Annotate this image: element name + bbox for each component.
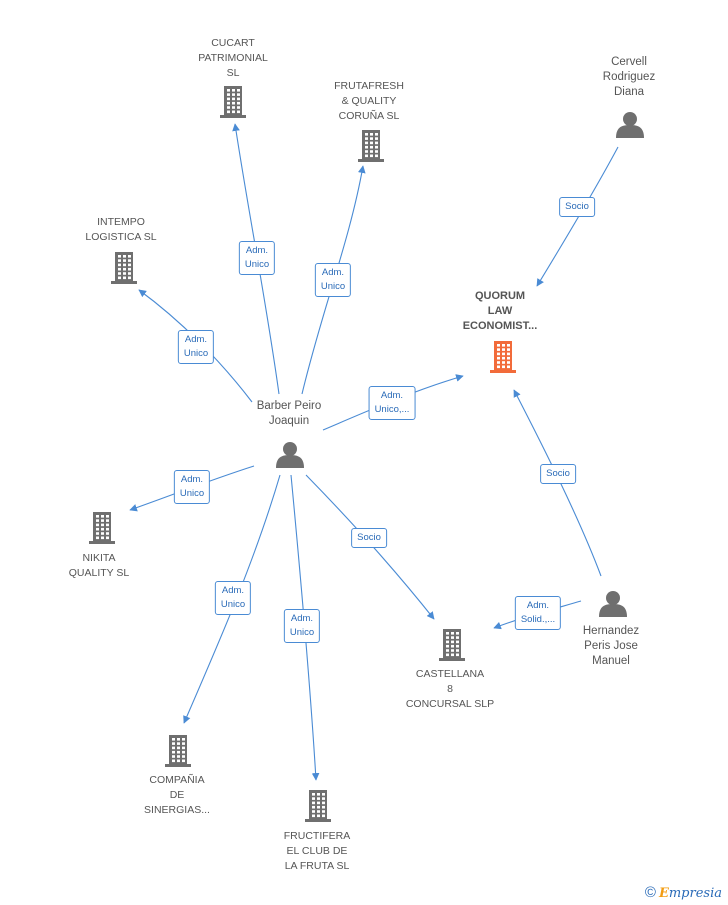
building-icon-frutafresh[interactable] (358, 130, 384, 162)
edge-label-hernandez-castellana[interactable]: Adm. Solid.,... (514, 596, 562, 630)
building-icon-nikita[interactable] (89, 512, 115, 544)
edge-label-barber-intempo[interactable]: Adm. Unico (177, 330, 215, 364)
node-label-castellana[interactable]: CASTELLANA 8 CONCURSAL SLP (405, 668, 495, 710)
node-label-quorum[interactable]: QUORUM LAW ECONOMIST... (462, 290, 538, 332)
edge-label-barber-frutafresh[interactable]: Adm. Unico (314, 263, 352, 297)
edge-hernandez-quorum (513, 389, 602, 577)
node-label-frutafresh[interactable]: FRUTAFRESH & QUALITY CORUÑA SL (334, 80, 404, 122)
node-label-cervell[interactable]: Cervell Rodriguez Diana (602, 56, 656, 98)
node-label-cucart[interactable]: CUCART PATRIMONIAL SL (198, 37, 268, 79)
building-icon-fructifera[interactable] (305, 790, 331, 822)
edge-label-barber-quorum[interactable]: Adm. Unico,... (368, 386, 416, 420)
edge-label-barber-compania[interactable]: Adm. Unico (214, 581, 252, 615)
node-label-intempo[interactable]: INTEMPO LOGISTICA SL (85, 216, 157, 243)
copyright-icon: © (644, 884, 656, 901)
edge-label-barber-nikita[interactable]: Adm. Unico (173, 470, 211, 504)
person-icon-hernandez[interactable] (599, 591, 627, 617)
node-label-barber[interactable]: Barber Peiro Joaquin (256, 400, 322, 427)
edge-label-cervell-quorum[interactable]: Socio (559, 197, 595, 217)
brand-logo: ©Empresia (644, 884, 722, 901)
edge-label-barber-fructifera[interactable]: Adm. Unico (283, 609, 321, 643)
person-icon-barber[interactable] (276, 442, 304, 468)
edge-label-barber-cucart[interactable]: Adm. Unico (238, 241, 276, 275)
building-icon-quorum[interactable] (490, 341, 516, 373)
building-icon-castellana[interactable] (439, 629, 465, 661)
node-label-compania[interactable]: COMPAÑIA DE SINERGIAS... (144, 774, 210, 816)
node-label-fructifera[interactable]: FRUCTIFERA EL CLUB DE LA FRUTA SL (283, 830, 351, 872)
building-icon-compania[interactable] (165, 735, 191, 767)
person-icon-cervell[interactable] (616, 112, 644, 138)
building-icon-intempo[interactable] (111, 252, 137, 284)
node-label-nikita[interactable]: NIKITA QUALITY SL (68, 552, 130, 579)
edge-label-barber-castellana[interactable]: Socio (351, 528, 387, 548)
edge-label-hernandez-quorum[interactable]: Socio (540, 464, 576, 484)
building-icon-cucart[interactable] (220, 86, 246, 118)
node-label-hernandez[interactable]: Hernandez Peris Jose Manuel (582, 625, 640, 667)
